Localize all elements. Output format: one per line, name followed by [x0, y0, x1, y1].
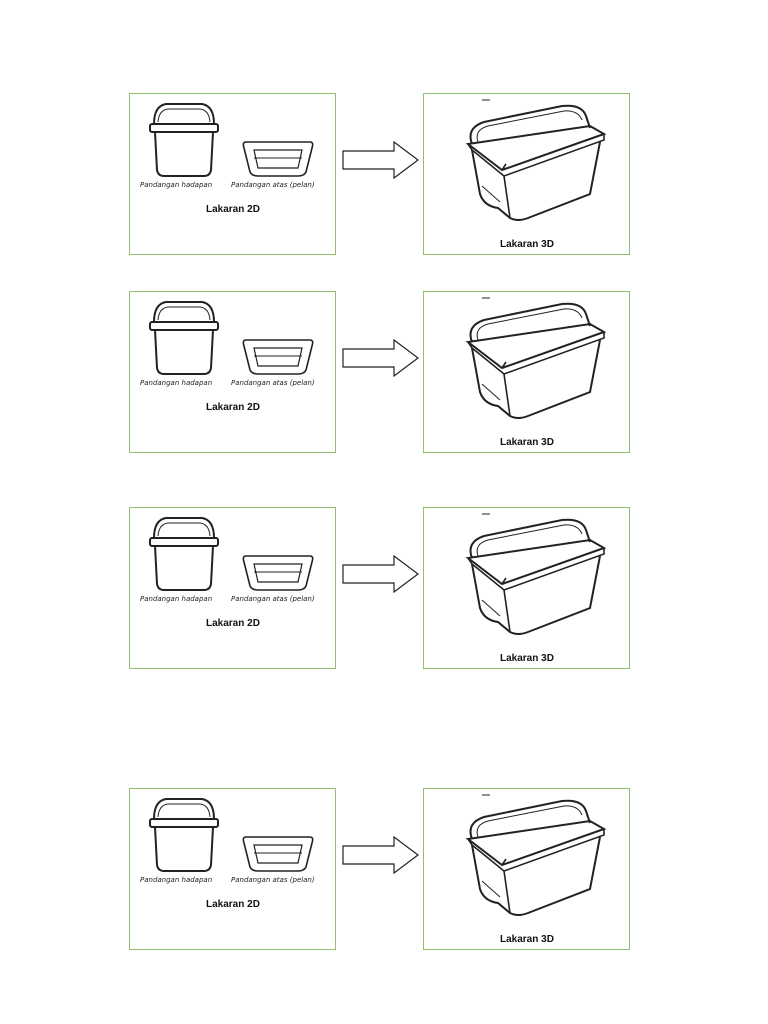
sketch-3d-panel: Lakaran 3D	[423, 507, 630, 669]
right-arrow-icon	[342, 555, 419, 593]
right-arrow-icon	[342, 141, 419, 179]
bin-front-view-icon	[149, 798, 219, 872]
front-view-caption: Pandangan hadapan	[140, 379, 213, 387]
sketch-3d-panel: Lakaran 3D	[423, 291, 630, 453]
sketch-row-4: Pandangan hadapan Pandangan atas (pelan)…	[0, 788, 768, 952]
bin-top-view-icon	[242, 555, 314, 591]
top-view-caption: Pandangan atas (pelan)	[231, 876, 315, 884]
right-arrow-icon	[342, 339, 419, 377]
top-view-caption: Pandangan atas (pelan)	[231, 595, 315, 603]
bin-top-view-icon	[242, 141, 314, 177]
bin-front-view-icon	[149, 301, 219, 375]
sketch-3d-title: Lakaran 3D	[500, 437, 554, 448]
bin-top-view-icon	[242, 339, 314, 375]
sketch-2d-panel: Pandangan hadapan Pandangan atas (pelan)…	[129, 788, 336, 950]
front-view-caption: Pandangan hadapan	[140, 876, 213, 884]
top-view-caption: Pandangan atas (pelan)	[231, 181, 315, 189]
sketch-3d-title: Lakaran 3D	[500, 934, 554, 945]
bin-top-view-icon	[242, 836, 314, 872]
bin-3d-sketch-icon	[465, 297, 607, 419]
bin-3d-sketch-icon	[465, 794, 607, 916]
sketch-2d-title: Lakaran 2D	[206, 402, 260, 413]
front-view-caption: Pandangan hadapan	[140, 181, 213, 189]
sketch-2d-title: Lakaran 2D	[206, 618, 260, 629]
sketch-3d-title: Lakaran 3D	[500, 239, 554, 250]
sketch-2d-title: Lakaran 2D	[206, 899, 260, 910]
bin-front-view-icon	[149, 517, 219, 591]
bin-front-view-icon	[149, 103, 219, 177]
bin-3d-sketch-icon	[465, 99, 607, 221]
bin-3d-sketch-icon	[465, 513, 607, 635]
sketch-3d-panel: Lakaran 3D	[423, 93, 630, 255]
sketch-3d-title: Lakaran 3D	[500, 653, 554, 664]
sketch-2d-panel: Pandangan hadapan Pandangan atas (pelan)…	[129, 507, 336, 669]
sketch-3d-panel: Lakaran 3D	[423, 788, 630, 950]
top-view-caption: Pandangan atas (pelan)	[231, 379, 315, 387]
sketch-row-1: Pandangan hadapan Pandangan atas (pelan)…	[0, 93, 768, 257]
sketch-row-2: Pandangan hadapan Pandangan atas (pelan)…	[0, 291, 768, 455]
sketch-row-3: Pandangan hadapan Pandangan atas (pelan)…	[0, 507, 768, 671]
right-arrow-icon	[342, 836, 419, 874]
sketch-2d-panel: Pandangan hadapan Pandangan atas (pelan)…	[129, 93, 336, 255]
front-view-caption: Pandangan hadapan	[140, 595, 213, 603]
sketch-2d-panel: Pandangan hadapan Pandangan atas (pelan)…	[129, 291, 336, 453]
sketch-2d-title: Lakaran 2D	[206, 204, 260, 215]
